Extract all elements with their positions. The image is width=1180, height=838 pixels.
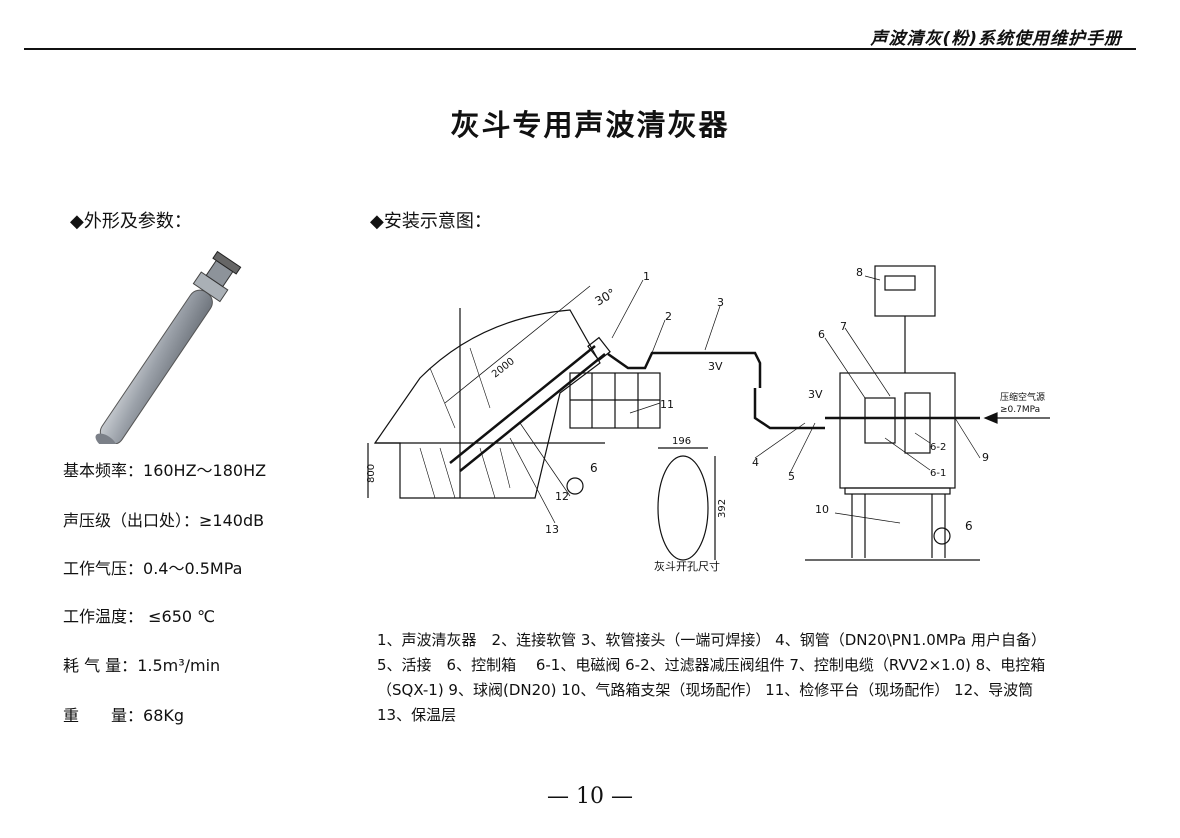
header-rule <box>24 48 1136 50</box>
callout-2: 2 <box>665 310 672 323</box>
callout-4: 4 <box>752 456 759 469</box>
spec-label: 工作温度： <box>63 607 144 626</box>
diagram-legend: 1、声波清灰器 2、连接软管 3、软管接头（一端可焊接） 4、钢管（DN20\P… <box>377 631 1049 724</box>
spec-value: 0.4～0.5MPa <box>143 559 243 578</box>
spec-air-pressure: 工作气压：0.4～0.5MPa <box>63 555 242 579</box>
opening-height-label: 392 <box>717 499 728 518</box>
callout-5: 5 <box>788 470 795 483</box>
spec-value: 1.5m³/min <box>137 656 221 675</box>
voltage-label-left: 3V <box>708 360 723 373</box>
spec-air-consumption: 耗 气 量：1.5m³/min <box>63 652 220 676</box>
spec-label: 耗 气 量： <box>63 656 138 675</box>
height-label: 800 <box>366 464 377 483</box>
callout-9: 9 <box>982 451 989 464</box>
air-source-label: 压缩空气源 <box>1000 391 1045 403</box>
spec-label: 重 量： <box>63 706 144 725</box>
length-label: 2000 <box>490 356 517 380</box>
spec-label: 工作气压： <box>63 559 144 578</box>
voltage-label-right: 3V <box>808 388 823 401</box>
spec-sound-pressure: 声压级（出口处）：≥140dB <box>63 507 264 531</box>
callout-12: 12 <box>555 490 569 503</box>
spec-weight: 重 量：68Kg <box>63 702 184 726</box>
opening-width-label: 196 <box>672 436 691 447</box>
ground-symbol-label-left: 6 <box>590 461 598 475</box>
installation-diagram: 1 2 3 4 5 6 7 8 9 10 11 12 13 6-1 6-2 30… <box>366 265 1050 573</box>
ground-symbol-label-right: 6 <box>965 519 973 533</box>
spec-label: 基本频率： <box>63 461 144 480</box>
spec-value: ≤650 ℃ <box>143 607 216 626</box>
callout-8: 8 <box>856 266 863 279</box>
callout-11: 11 <box>660 398 674 411</box>
sonic-cleaner-product-image <box>95 250 242 444</box>
callout-6-1: 6-1 <box>930 468 946 479</box>
spec-temperature: 工作温度： ≤650 ℃ <box>63 603 215 627</box>
spec-value: 68Kg <box>143 706 185 725</box>
callout-6-2: 6-2 <box>930 442 946 453</box>
page-number: — 10 — <box>547 784 633 809</box>
spec-label: 声压级（出口处）： <box>63 511 200 530</box>
install-section-heading: ◆安装示意图： <box>370 211 492 232</box>
callout-1: 1 <box>643 270 650 283</box>
hopper-outline <box>373 309 601 499</box>
opening-caption: 灰斗开孔尺寸 <box>654 559 720 573</box>
angle-label: 30° <box>593 286 618 309</box>
callout-7: 7 <box>840 320 847 333</box>
spec-frequency: 基本频率：160HZ～180HZ <box>63 457 266 481</box>
spec-value: 160HZ～180HZ <box>143 461 267 480</box>
spec-value: ≥140dB <box>199 511 265 530</box>
running-header: 声波清灰(粉)系统使用维护手册 <box>870 29 1122 49</box>
params-section-heading: ◆外形及参数： <box>70 211 192 232</box>
callout-10: 10 <box>815 503 829 516</box>
callout-6: 6 <box>818 328 825 341</box>
callout-3: 3 <box>717 296 724 309</box>
callout-13: 13 <box>545 523 559 536</box>
page-title: 灰斗专用声波清灰器 <box>450 108 730 142</box>
air-pressure-label: ≥0.7MPa <box>1000 405 1040 415</box>
